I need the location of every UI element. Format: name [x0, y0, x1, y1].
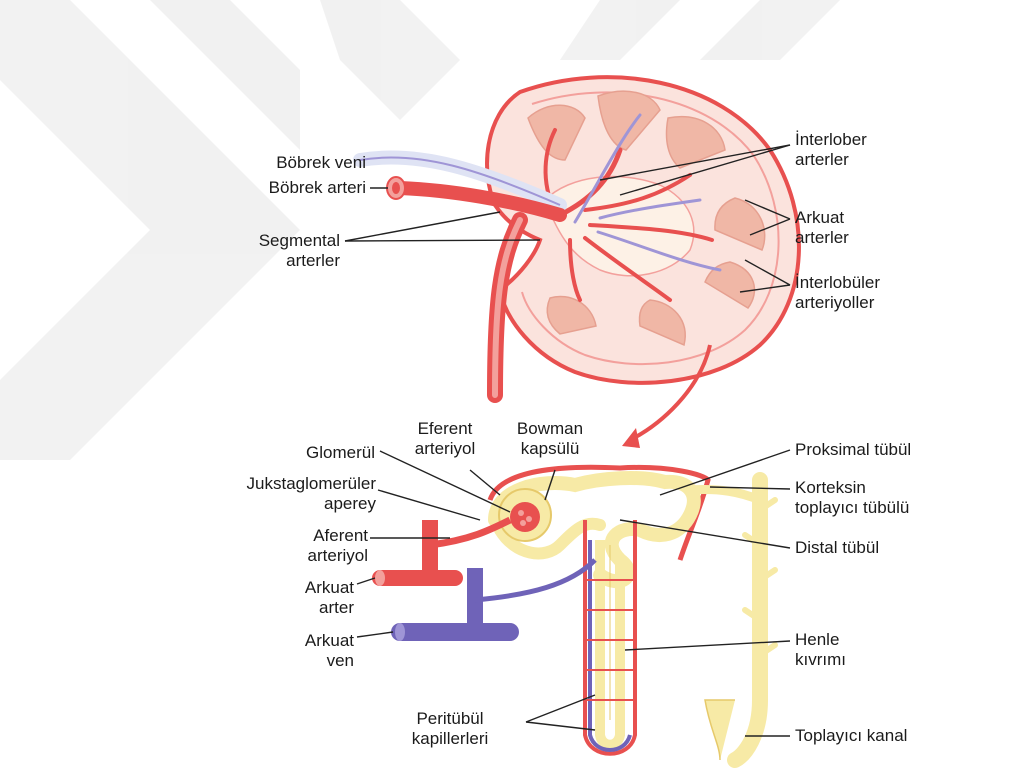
label-glomerulus: Glomerül — [180, 443, 375, 463]
label-peritubular-line2: kapillerleri — [380, 729, 520, 749]
label-cortical-collecting-line1: Korteksin — [795, 478, 866, 498]
label-afferent-line2: arteriyol — [220, 546, 368, 566]
label-afferent-line1: Aferent — [220, 526, 368, 546]
label-renal-vein: Böbrek veni — [176, 153, 366, 173]
label-arcuate-vein-line2: ven — [220, 651, 354, 671]
label-interlobar-line2: arterler — [795, 150, 849, 170]
label-arcuate-artery-line1: Arkuat — [220, 578, 354, 598]
label-collecting-duct: Toplayıcı kanal — [795, 726, 907, 746]
label-cortical-collecting-line2: toplayıcı tübülü — [795, 498, 909, 518]
label-interlobular-line2: arteriyoller — [795, 293, 874, 313]
label-arcuate-arteries-line1: Arkuat — [795, 208, 844, 228]
label-bowman-line1: Bowman — [500, 419, 600, 439]
kidney — [360, 77, 799, 448]
label-arcuate-vein-line1: Arkuat — [220, 631, 354, 651]
label-distal: Distal tübül — [795, 538, 879, 558]
label-renal-artery: Böbrek arteri — [176, 178, 366, 198]
label-segmental-line1: Segmental — [190, 231, 340, 251]
label-arcuate-artery-line2: arter — [220, 598, 354, 618]
label-peritubular-line1: Peritübül — [380, 709, 520, 729]
label-proximal: Proksimal tübül — [795, 440, 911, 460]
label-segmental-line2: arterler — [190, 251, 340, 271]
label-henle-line1: Henle — [795, 630, 839, 650]
label-efferent-line2: arteriyol — [395, 439, 495, 459]
label-efferent-line1: Eferent — [395, 419, 495, 439]
label-interlobular-line1: İnterlobüler — [795, 273, 880, 293]
label-henle-line2: kıvrımı — [795, 650, 846, 670]
label-juxtaglomerular-line1: Jukstaglomerüler — [140, 474, 376, 494]
label-interlobar-line1: İnterlober — [795, 130, 867, 150]
label-arcuate-arteries-line2: arterler — [795, 228, 849, 248]
label-juxtaglomerular-line2: aperey — [140, 494, 376, 514]
glomerulus — [510, 502, 540, 532]
label-bowman-line2: kapsülü — [500, 439, 600, 459]
